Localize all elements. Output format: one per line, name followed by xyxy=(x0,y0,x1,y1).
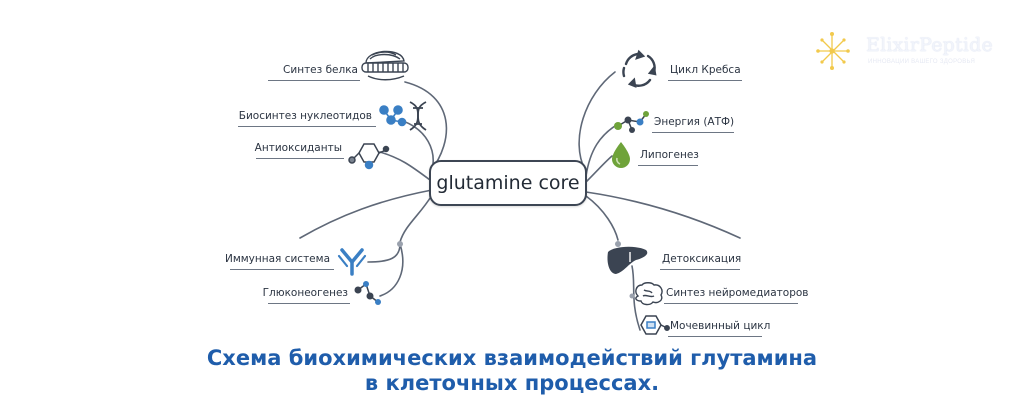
node-label-lipo: Липогенез xyxy=(640,149,699,161)
label-underline xyxy=(660,269,740,270)
caption-line-1: Схема биохимических взаимодействий глута… xyxy=(206,346,818,370)
connector-krebs xyxy=(578,71,616,171)
logo-name: ElixirPeptide xyxy=(866,34,993,56)
brain-icon xyxy=(635,282,663,306)
logo-tagline: ИННОВАЦИИ ВАШЕГО ЗДОРОВЬЯ xyxy=(868,59,976,65)
node-label-krebs: Цикл Кребса xyxy=(670,64,741,76)
node-label-nucleotides: Биосинтез нуклеотидов xyxy=(238,110,372,122)
node-label-detox: Детоксикация xyxy=(662,253,742,265)
drop-icon xyxy=(612,142,630,168)
connector-left-bottom-b xyxy=(399,194,433,243)
atp-molecule-icon xyxy=(614,111,649,133)
label-underline xyxy=(238,126,376,127)
diagram-caption: Схема биохимических взаимодействий глута… xyxy=(0,346,1024,396)
node-label-immune: Иммунная система xyxy=(224,253,330,265)
connector-detox-branch xyxy=(631,265,641,331)
connector-atp xyxy=(585,123,619,177)
urea-molecule-icon xyxy=(640,315,670,335)
node-label-antioxidants: Антиоксиданты xyxy=(254,142,342,154)
junction-dot xyxy=(397,241,403,247)
label-underline xyxy=(268,303,350,304)
label-underline xyxy=(652,132,734,133)
caption-line-2: в клеточных процессах. xyxy=(364,371,660,395)
label-underline xyxy=(668,80,742,81)
connector-immune xyxy=(367,243,401,263)
connector-lipo xyxy=(585,155,613,183)
molecule-icon xyxy=(348,143,390,170)
dna-icon xyxy=(379,101,427,131)
cycle-arrows-icon xyxy=(622,49,657,88)
connector-left-bottom-a xyxy=(299,189,433,239)
label-underline xyxy=(230,269,334,270)
node-label-urea: Мочевинный цикл xyxy=(670,320,771,332)
antibody-icon xyxy=(337,248,367,276)
ribosome-icon xyxy=(361,50,409,81)
node-label-protein: Синтез белка xyxy=(283,64,358,76)
node-label-atp: Энергия (АТФ) xyxy=(654,116,735,128)
connector-nucleotides xyxy=(399,119,434,178)
node-label-gluconeo: Глюконеогенез xyxy=(262,287,348,299)
brand-logo: ElixirPeptide ИННОВАЦИИ ВАШЕГО ЗДОРОВЬЯ xyxy=(816,28,1006,74)
label-underline xyxy=(268,80,360,81)
connector-right-bottom-b xyxy=(585,195,619,241)
connector-protein xyxy=(404,81,448,173)
connector-antioxidants xyxy=(379,151,431,181)
central-node: glutamine core xyxy=(429,160,587,206)
label-underline xyxy=(664,303,798,304)
node-label-neuro: Синтез нейромедиаторов xyxy=(666,287,809,299)
sparkle-logo-icon xyxy=(816,32,850,70)
label-underline xyxy=(256,158,344,159)
central-node-label: glutamine core xyxy=(436,172,580,194)
molecule-chain-icon xyxy=(354,281,381,305)
label-underline xyxy=(638,165,698,166)
connector-gluconeo xyxy=(379,243,404,297)
junction-dot xyxy=(615,241,621,247)
junction-dot xyxy=(629,293,635,299)
label-underline xyxy=(668,336,762,337)
liver-icon xyxy=(607,246,648,274)
connector-right-bottom-a xyxy=(585,191,741,239)
